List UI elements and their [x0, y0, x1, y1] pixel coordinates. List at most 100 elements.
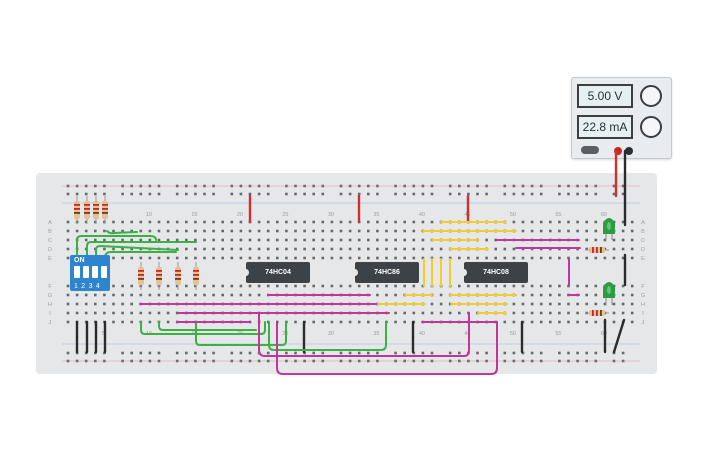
- breadboard-hole[interactable]: [112, 256, 115, 260]
- breadboard-hole[interactable]: [221, 220, 224, 224]
- breadboard-hole[interactable]: [467, 192, 470, 196]
- breadboard-hole[interactable]: [530, 351, 534, 355]
- breadboard-hole[interactable]: [230, 256, 234, 260]
- breadboard-hole[interactable]: [458, 192, 461, 196]
- breadboard-hole[interactable]: [330, 229, 334, 233]
- resistor[interactable]: [74, 196, 80, 224]
- breadboard-hole[interactable]: [84, 311, 88, 315]
- breadboard-hole[interactable]: [585, 351, 588, 355]
- breadboard-hole[interactable]: [630, 229, 634, 233]
- breadboard-hole[interactable]: [239, 229, 243, 233]
- breadboard-hole[interactable]: [185, 192, 188, 196]
- breadboard-hole[interactable]: [130, 293, 133, 297]
- breadboard-hole[interactable]: [394, 351, 397, 355]
- breadboard-hole[interactable]: [385, 247, 388, 251]
- breadboard-hole[interactable]: [357, 351, 361, 355]
- breadboard-hole[interactable]: [139, 293, 143, 297]
- breadboard-hole[interactable]: [312, 192, 315, 196]
- breadboard-hole[interactable]: [266, 256, 270, 260]
- breadboard-hole[interactable]: [103, 238, 106, 242]
- breadboard-hole[interactable]: [303, 229, 306, 233]
- breadboard-hole[interactable]: [539, 229, 543, 233]
- breadboard-hole[interactable]: [621, 302, 625, 306]
- dip-toggle-3[interactable]: [92, 266, 98, 278]
- breadboard-hole[interactable]: [530, 256, 534, 260]
- breadboard-hole[interactable]: [339, 284, 343, 288]
- breadboard-hole[interactable]: [521, 293, 525, 297]
- green-wire[interactable]: [195, 321, 287, 346]
- breadboard-hole[interactable]: [339, 220, 343, 224]
- breadboard-hole[interactable]: [103, 311, 106, 315]
- breadboard-hole[interactable]: [266, 192, 270, 196]
- breadboard-hole[interactable]: [212, 192, 215, 196]
- breadboard-hole[interactable]: [385, 284, 388, 288]
- breadboard-hole[interactable]: [175, 293, 179, 297]
- breadboard-hole[interactable]: [121, 238, 124, 242]
- breadboard-hole[interactable]: [421, 284, 425, 288]
- breadboard-hole[interactable]: [303, 220, 306, 224]
- green-wire[interactable]: [95, 245, 179, 259]
- green-wire[interactable]: [268, 321, 387, 351]
- breadboard-hole[interactable]: [439, 247, 443, 251]
- breadboard-hole[interactable]: [394, 192, 397, 196]
- breadboard-hole[interactable]: [339, 247, 343, 251]
- breadboard-hole[interactable]: [421, 192, 425, 196]
- breadboard-hole[interactable]: [630, 311, 634, 315]
- breadboard-hole[interactable]: [412, 220, 416, 224]
- breadboard-hole[interactable]: [521, 284, 525, 288]
- breadboard-hole[interactable]: [84, 220, 88, 224]
- breadboard-hole[interactable]: [394, 256, 397, 260]
- chip-74hc08[interactable]: 74HC08: [461, 262, 528, 283]
- breadboard-hole[interactable]: [203, 229, 206, 233]
- breadboard-hole[interactable]: [103, 192, 106, 196]
- breadboard-hole[interactable]: [112, 229, 115, 233]
- resistor[interactable]: [175, 262, 181, 290]
- breadboard-hole[interactable]: [203, 192, 206, 196]
- breadboard-hole[interactable]: [412, 192, 416, 196]
- positive-terminal[interactable]: [614, 147, 622, 155]
- breadboard-hole[interactable]: [312, 256, 315, 260]
- breadboard-hole[interactable]: [558, 293, 561, 297]
- breadboard-hole[interactable]: [576, 311, 579, 315]
- breadboard-hole[interactable]: [84, 302, 88, 306]
- led-top[interactable]: [603, 218, 615, 240]
- breadboard-hole[interactable]: [257, 293, 261, 297]
- green-wire[interactable]: [106, 230, 138, 235]
- breadboard-hole[interactable]: [385, 229, 388, 233]
- breadboard-hole[interactable]: [539, 220, 543, 224]
- breadboard-hole[interactable]: [512, 311, 516, 315]
- breadboard-hole[interactable]: [394, 238, 397, 242]
- breadboard-hole[interactable]: [357, 229, 361, 233]
- breadboard-hole[interactable]: [539, 311, 543, 315]
- breadboard-hole[interactable]: [248, 192, 252, 196]
- breadboard-hole[interactable]: [376, 320, 379, 324]
- breadboard-hole[interactable]: [121, 293, 124, 297]
- breadboard-hole[interactable]: [230, 351, 234, 355]
- breadboard-hole[interactable]: [121, 220, 124, 224]
- breadboard-hole[interactable]: [339, 320, 343, 324]
- breadboard-hole[interactable]: [194, 247, 197, 251]
- breadboard-hole[interactable]: [412, 247, 416, 251]
- breadboard-hole[interactable]: [530, 302, 534, 306]
- breadboard-hole[interactable]: [367, 256, 370, 260]
- breadboard-hole[interactable]: [567, 302, 570, 306]
- chip-74hc04[interactable]: 74HC04: [243, 262, 310, 283]
- breadboard-hole[interactable]: [185, 351, 188, 355]
- breadboard-hole[interactable]: [503, 247, 507, 251]
- breadboard-hole[interactable]: [266, 229, 270, 233]
- breadboard-hole[interactable]: [194, 351, 197, 355]
- breadboard-hole[interactable]: [594, 293, 598, 297]
- breadboard-hole[interactable]: [157, 238, 161, 242]
- breadboard-hole[interactable]: [321, 192, 325, 196]
- breadboard-hole[interactable]: [521, 229, 525, 233]
- dip-toggle-1[interactable]: [74, 266, 80, 278]
- breadboard-hole[interactable]: [94, 302, 97, 306]
- breadboard-hole[interactable]: [303, 284, 306, 288]
- breadboard-hole[interactable]: [148, 220, 152, 224]
- breadboard-hole[interactable]: [412, 311, 416, 315]
- breadboard-hole[interactable]: [630, 247, 634, 251]
- breadboard-hole[interactable]: [257, 238, 261, 242]
- breadboard-hole[interactable]: [130, 229, 133, 233]
- breadboard-hole[interactable]: [94, 229, 97, 233]
- magenta-wire[interactable]: [276, 321, 498, 375]
